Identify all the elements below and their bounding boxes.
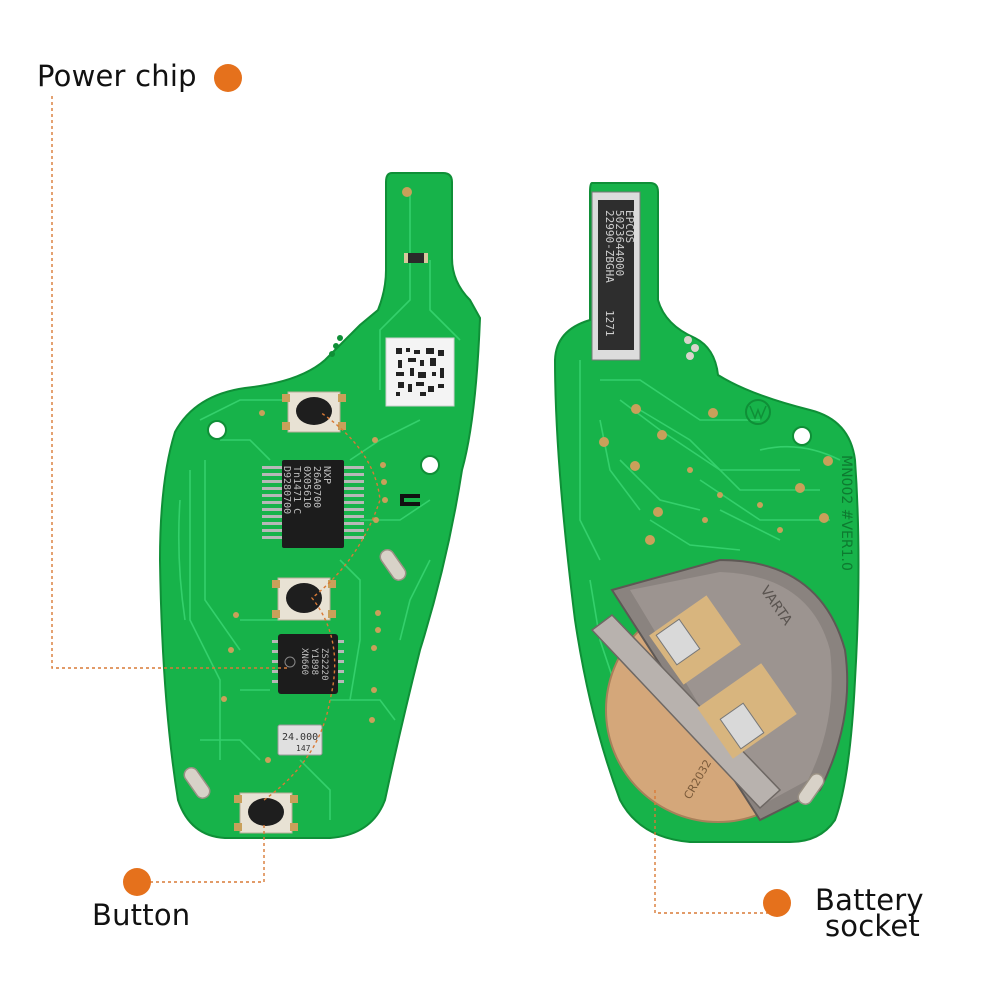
power-chip-dot bbox=[214, 64, 242, 92]
front-button-2 bbox=[272, 577, 336, 621]
front-edge-notches bbox=[329, 335, 343, 357]
front-led bbox=[407, 253, 425, 263]
power-chip-label: Power chip bbox=[37, 59, 197, 93]
front-slot-left bbox=[183, 767, 211, 799]
front-button-3 bbox=[234, 792, 298, 834]
button-leader bbox=[150, 825, 265, 883]
battery-socket-label-line-2: socket bbox=[825, 909, 920, 944]
button-dot bbox=[123, 868, 151, 896]
front-traces bbox=[177, 190, 461, 820]
button-label: Button bbox=[92, 898, 191, 932]
chip2-line-3: ZS2220 bbox=[319, 648, 329, 681]
logo-mark bbox=[745, 399, 771, 425]
chip1-line-4: Tn1471 C bbox=[291, 466, 302, 514]
back-slot bbox=[797, 773, 825, 805]
front-pcb: NXP 26A0700 0X05610 Tn1471 C D9280700 bbox=[158, 172, 482, 839]
rf-chip: XN660 Y1898 ZS2220 bbox=[272, 634, 344, 694]
antenna-line-4: 1271 bbox=[603, 310, 616, 337]
chip2-line-2: Y1898 bbox=[309, 648, 319, 675]
chip1-line-3: 0X05610 bbox=[301, 466, 312, 508]
crystal-sub: 147 bbox=[296, 744, 311, 753]
back-vias bbox=[599, 404, 833, 545]
front-vias bbox=[221, 187, 412, 763]
battery-socket-label-line-1: Battery bbox=[815, 883, 924, 917]
antenna-component: EPCOS 5023644000 22990-ZBGHA 1271 bbox=[591, 191, 641, 361]
crystal-oscillator: 24.000 147 bbox=[277, 724, 323, 756]
power-chip-leader bbox=[51, 96, 290, 669]
front-hole-top bbox=[207, 420, 227, 440]
antenna-line-2: 5023644000 bbox=[613, 210, 626, 276]
battery-socket: VARTA CR2032 bbox=[590, 558, 849, 823]
callout-dots bbox=[123, 64, 791, 917]
front-marker bbox=[400, 494, 420, 498]
chip1-line-2: 26A0700 bbox=[311, 466, 322, 508]
back-pcb: MN002 #VER1.0 EPCOS 5023644000 22990-ZBG… bbox=[553, 182, 860, 843]
antenna-line-3: 22990-ZBGHA bbox=[603, 210, 616, 283]
antenna-line-1: EPCOS bbox=[623, 210, 636, 243]
back-hole bbox=[792, 426, 812, 446]
battery-leader bbox=[654, 790, 770, 914]
qr-code-icon bbox=[385, 337, 455, 407]
back-edge-notches bbox=[684, 336, 699, 360]
front-hole-right bbox=[420, 455, 440, 475]
chip1-line-1: NXP bbox=[321, 466, 332, 484]
power-chip: NXP 26A0700 0X05610 Tn1471 C D9280700 bbox=[262, 460, 364, 548]
battery-socket-label: Battery socket bbox=[815, 883, 924, 944]
callout-lines bbox=[51, 96, 770, 914]
crystal-label: 24.000 bbox=[282, 732, 318, 743]
button-chain bbox=[263, 411, 381, 801]
chip1-line-5: D9280700 bbox=[281, 466, 292, 514]
chip2-line-1: XN660 bbox=[299, 648, 309, 675]
front-slot-right bbox=[379, 549, 407, 581]
front-button-1 bbox=[282, 391, 346, 433]
board-marking: MN002 #VER1.0 bbox=[838, 455, 854, 571]
battery-socket-dot bbox=[763, 889, 791, 917]
